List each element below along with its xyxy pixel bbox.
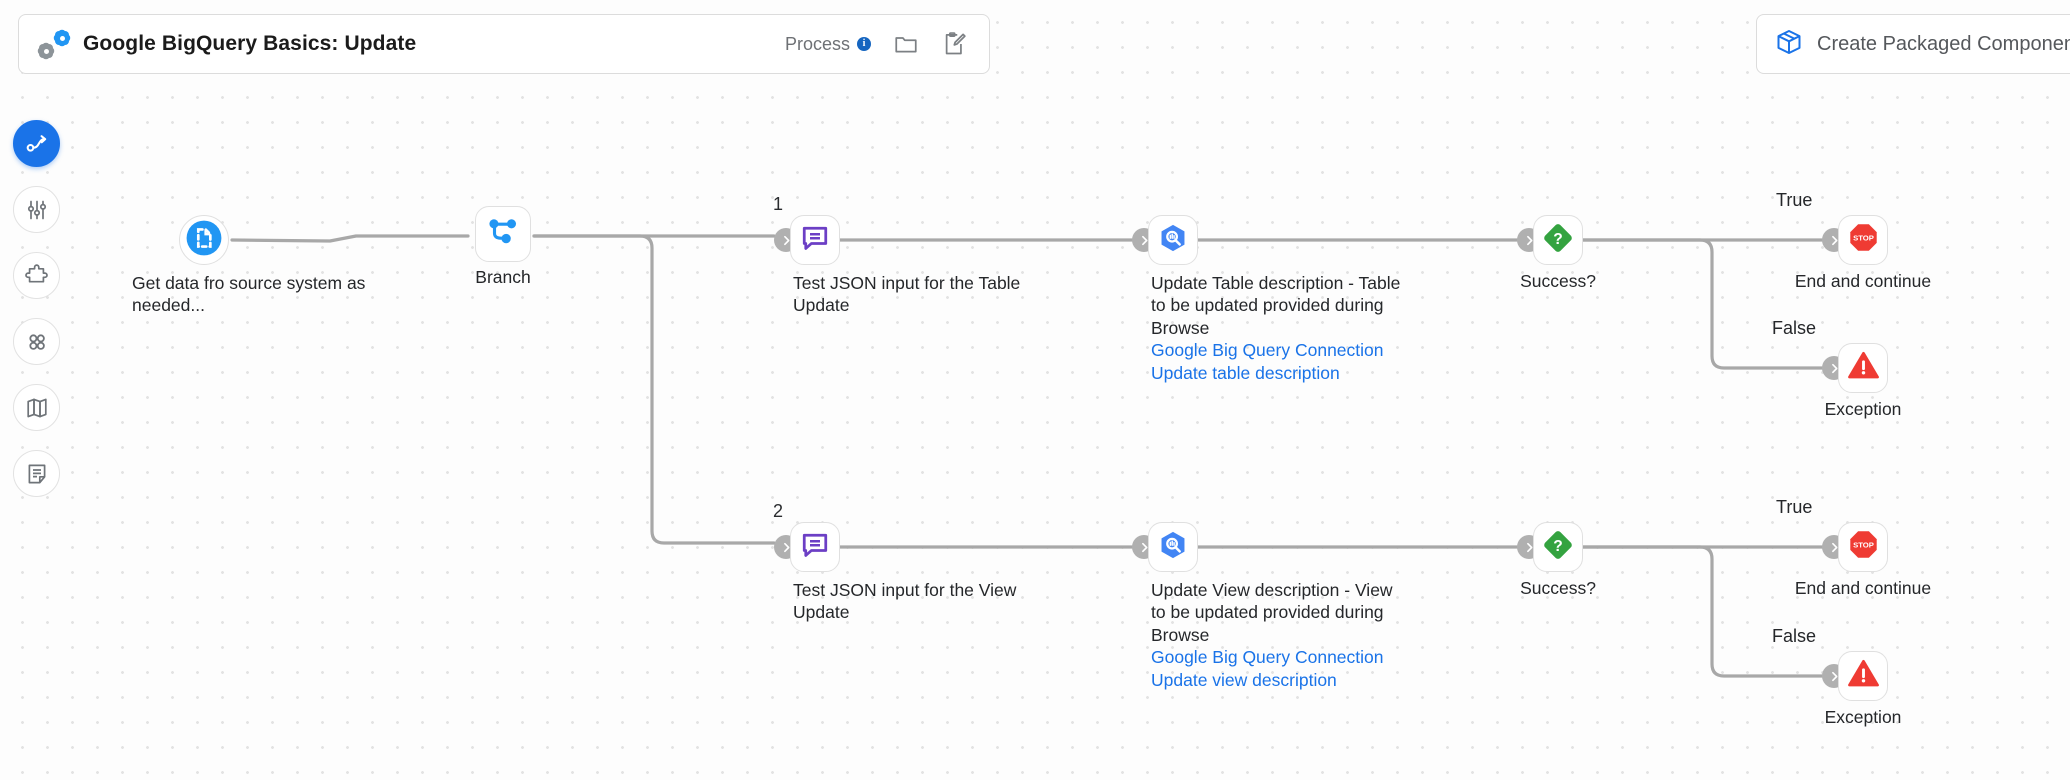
flow-node-connection-link[interactable]: Google Big Query Connection bbox=[1151, 340, 1384, 361]
flow-node-title: Update View description - View to be upd… bbox=[1151, 580, 1393, 645]
create-packaged-component-label: Create Packaged Component bbox=[1817, 32, 2070, 55]
node-icon-box[interactable] bbox=[1838, 343, 1888, 393]
flow-node-label: Branch bbox=[475, 267, 531, 287]
four-circles-icon bbox=[25, 330, 49, 354]
exception-icon bbox=[1847, 349, 1880, 387]
edge-label-false-view: False bbox=[1772, 626, 1817, 646]
decision-icon: ? bbox=[1541, 221, 1575, 260]
bigquery-icon bbox=[1157, 222, 1189, 259]
package-box-icon bbox=[1775, 28, 1803, 61]
exception-icon bbox=[1847, 657, 1880, 695]
edit-clipboard-icon[interactable] bbox=[941, 30, 967, 58]
process-flow-icon bbox=[24, 131, 50, 157]
sidebar-item-process-flow[interactable] bbox=[13, 120, 60, 167]
flow-node-label: Update Table description - Table to be u… bbox=[1151, 272, 1401, 384]
sliders-icon bbox=[25, 198, 49, 222]
node-icon-box[interactable]: ? bbox=[1533, 215, 1583, 265]
node-icon-box[interactable] bbox=[179, 215, 229, 265]
node-icon-box[interactable] bbox=[1148, 215, 1198, 265]
flow-node-operation-link[interactable]: Update view description bbox=[1151, 669, 1337, 690]
process-type-label: Process i bbox=[785, 34, 871, 55]
app-gears-icon bbox=[39, 29, 69, 59]
map-icon bbox=[25, 396, 49, 420]
sidebar-item-connectors[interactable] bbox=[13, 252, 60, 299]
branch-icon bbox=[486, 215, 520, 254]
flow-node-label: Success? bbox=[1520, 578, 1596, 598]
create-packaged-component-button[interactable]: Create Packaged Component bbox=[1756, 14, 2070, 74]
folder-icon[interactable] bbox=[893, 30, 919, 58]
message-icon bbox=[800, 530, 830, 565]
puzzle-piece-icon bbox=[24, 263, 49, 288]
left-toolbar bbox=[13, 120, 73, 497]
dashed-document-icon bbox=[185, 219, 223, 262]
node-icon-box[interactable] bbox=[1148, 522, 1198, 572]
branch-index-label: 1 bbox=[773, 194, 784, 214]
flow-node-label: Test JSON input for the Table Update bbox=[793, 273, 1021, 316]
message-icon bbox=[800, 223, 830, 258]
flow-node-label: Exception bbox=[1824, 707, 1902, 727]
node-icon-box[interactable] bbox=[475, 206, 531, 262]
info-icon[interactable]: i bbox=[857, 37, 871, 51]
flow-node-label: End and continue bbox=[1794, 578, 1932, 598]
sidebar-item-components[interactable] bbox=[13, 318, 60, 365]
stop-icon: STOP bbox=[1847, 221, 1880, 259]
svg-text:?: ? bbox=[1553, 231, 1563, 248]
svg-text:STOP: STOP bbox=[1853, 541, 1874, 550]
process-type-text: Process bbox=[784, 33, 850, 54]
node-icon-box[interactable] bbox=[790, 522, 840, 572]
sidebar-item-notes[interactable] bbox=[13, 450, 60, 497]
flow-node-label: Update View description - View to be upd… bbox=[1151, 579, 1401, 691]
process-header-card: Google BigQuery Basics: Update Process i bbox=[18, 14, 990, 74]
page-title: Google BigQuery Basics: Update bbox=[83, 32, 417, 55]
svg-text:STOP: STOP bbox=[1853, 234, 1874, 243]
flow-node-connection-link[interactable]: Google Big Query Connection bbox=[1151, 647, 1384, 668]
flow-node-title: Update Table description - Table to be u… bbox=[1151, 273, 1401, 338]
node-icon-box[interactable]: STOP bbox=[1838, 215, 1888, 265]
flow-node-operation-link[interactable]: Update table description bbox=[1151, 362, 1340, 383]
edge-label-true-table: True bbox=[1776, 190, 1813, 210]
svg-text:?: ? bbox=[1553, 538, 1563, 555]
node-icon-box[interactable]: STOP bbox=[1838, 522, 1888, 572]
flow-node-label: Get data fro source system as needed... bbox=[132, 273, 366, 316]
flow-node-label: End and continue bbox=[1794, 271, 1932, 291]
document-icon bbox=[25, 462, 49, 486]
node-icon-box[interactable] bbox=[790, 215, 840, 265]
stop-icon: STOP bbox=[1847, 528, 1880, 566]
edge-label-false-table: False bbox=[1772, 318, 1817, 338]
node-icon-box[interactable] bbox=[1838, 651, 1888, 701]
bigquery-icon bbox=[1157, 529, 1189, 566]
sidebar-item-map[interactable] bbox=[13, 384, 60, 431]
edge-label-true-view: True bbox=[1776, 497, 1813, 517]
decision-icon: ? bbox=[1541, 528, 1575, 567]
flow-node-label: Exception bbox=[1824, 399, 1902, 419]
node-icon-box[interactable]: ? bbox=[1533, 522, 1583, 572]
flow-node-label: Test JSON input for the View Update bbox=[793, 580, 1017, 623]
flow-node-label: Success? bbox=[1520, 271, 1596, 291]
sidebar-item-settings[interactable] bbox=[13, 186, 60, 233]
branch-index-label: 2 bbox=[773, 501, 784, 521]
